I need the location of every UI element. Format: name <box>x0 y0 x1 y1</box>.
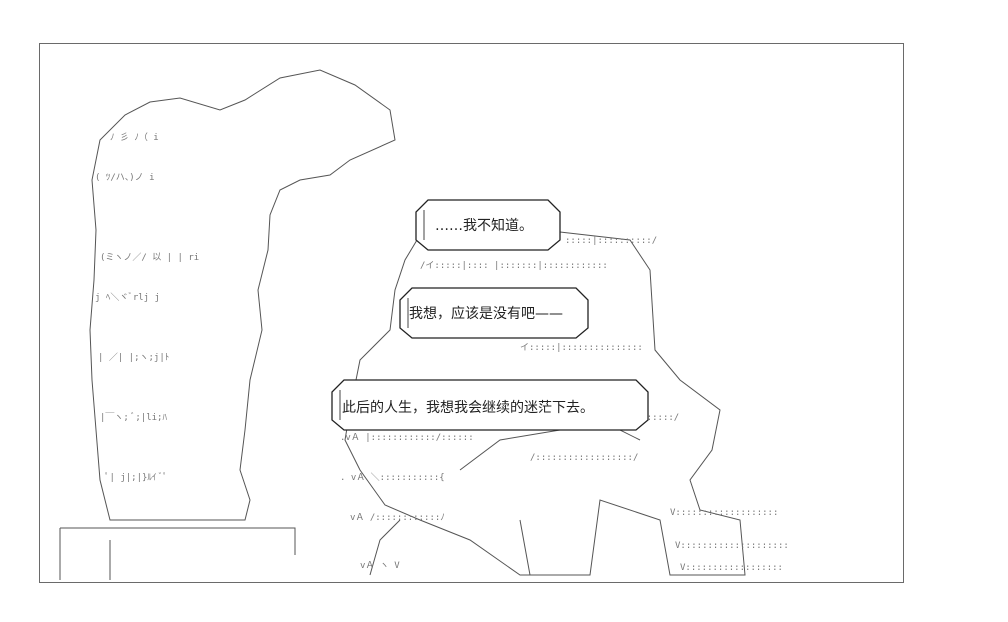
speech-bubble-2 <box>399 287 589 339</box>
svg-text:(ミヽノ／/ 以 | | ri: (ミヽノ／/ 以 | | ri <box>100 252 199 263</box>
svg-text:ﾉ 彡 ﾉ（ i: ﾉ 彡 ﾉ（ i <box>110 132 159 143</box>
svg-text:vＡ ヽ V: vＡ ヽ V <box>360 561 400 571</box>
svg-text:. vＡ ＼:::::::::::{: . vＡ ＼:::::::::::{ <box>340 472 445 483</box>
speech-bubble-3 <box>331 379 649 431</box>
speech-bubble-1 <box>415 199 561 251</box>
svg-text:j ﾍ＼ヾﾞrlj j: j ﾍ＼ヾﾞrlj j <box>95 292 160 303</box>
pedestal <box>59 527 296 580</box>
statue-silhouette <box>89 69 396 521</box>
svg-text:.vＡ |::::::::::::/::::::: .vＡ |::::::::::::/:::::: <box>340 433 474 443</box>
svg-text:/イ:::::|:::: |:::::::|::::::::: /イ:::::|:::: |:::::::|:::::::::::: <box>420 261 608 271</box>
svg-text:/::::::::::::::::::/: /::::::::::::::::::/ <box>530 453 638 463</box>
svg-text:| ／| |;ヽ;j|ﾄ: | ／| |;ヽ;j|ﾄ <box>98 352 169 363</box>
svg-text:|￣ヽ; ﾞ;|li;ﾊ: |￣ヽ; ﾞ;|li;ﾊ <box>100 411 167 423</box>
svg-text:ﾟ| j|;|}ﾙｲ ﾞﾟ: ﾟ| j|;|}ﾙｲ ﾞﾟ <box>105 472 167 483</box>
svg-text:V::::::::::::::::::: V:::::::::::::::::: <box>680 563 783 573</box>
svg-text:V::::::::::::::::::::: V:::::::::::::::::::: <box>675 541 789 551</box>
svg-text:( ﾂ/ハ、)ノ i: ( ﾂ/ハ、)ノ i <box>95 173 155 183</box>
svg-text:V:::::::::::::::::::: V::::::::::::::::::: <box>670 508 778 518</box>
svg-text:イ:::::|:::::::::::::::: イ:::::|::::::::::::::: <box>520 343 643 353</box>
svg-text:vＡ /::::::::::::ﾉ: vＡ /::::::::::::ﾉ <box>350 513 445 523</box>
speech-bubble-3-text: 此后的人生，我想我会继续的迷茫下去。 <box>342 400 594 416</box>
svg-text::::::|::::::::::/: :::::|::::::::::/ <box>565 236 657 246</box>
speech-bubble-2-text: 我想，应该是没有吧—— <box>409 306 563 322</box>
speech-bubble-1-text: ……我不知道。 <box>435 218 533 234</box>
